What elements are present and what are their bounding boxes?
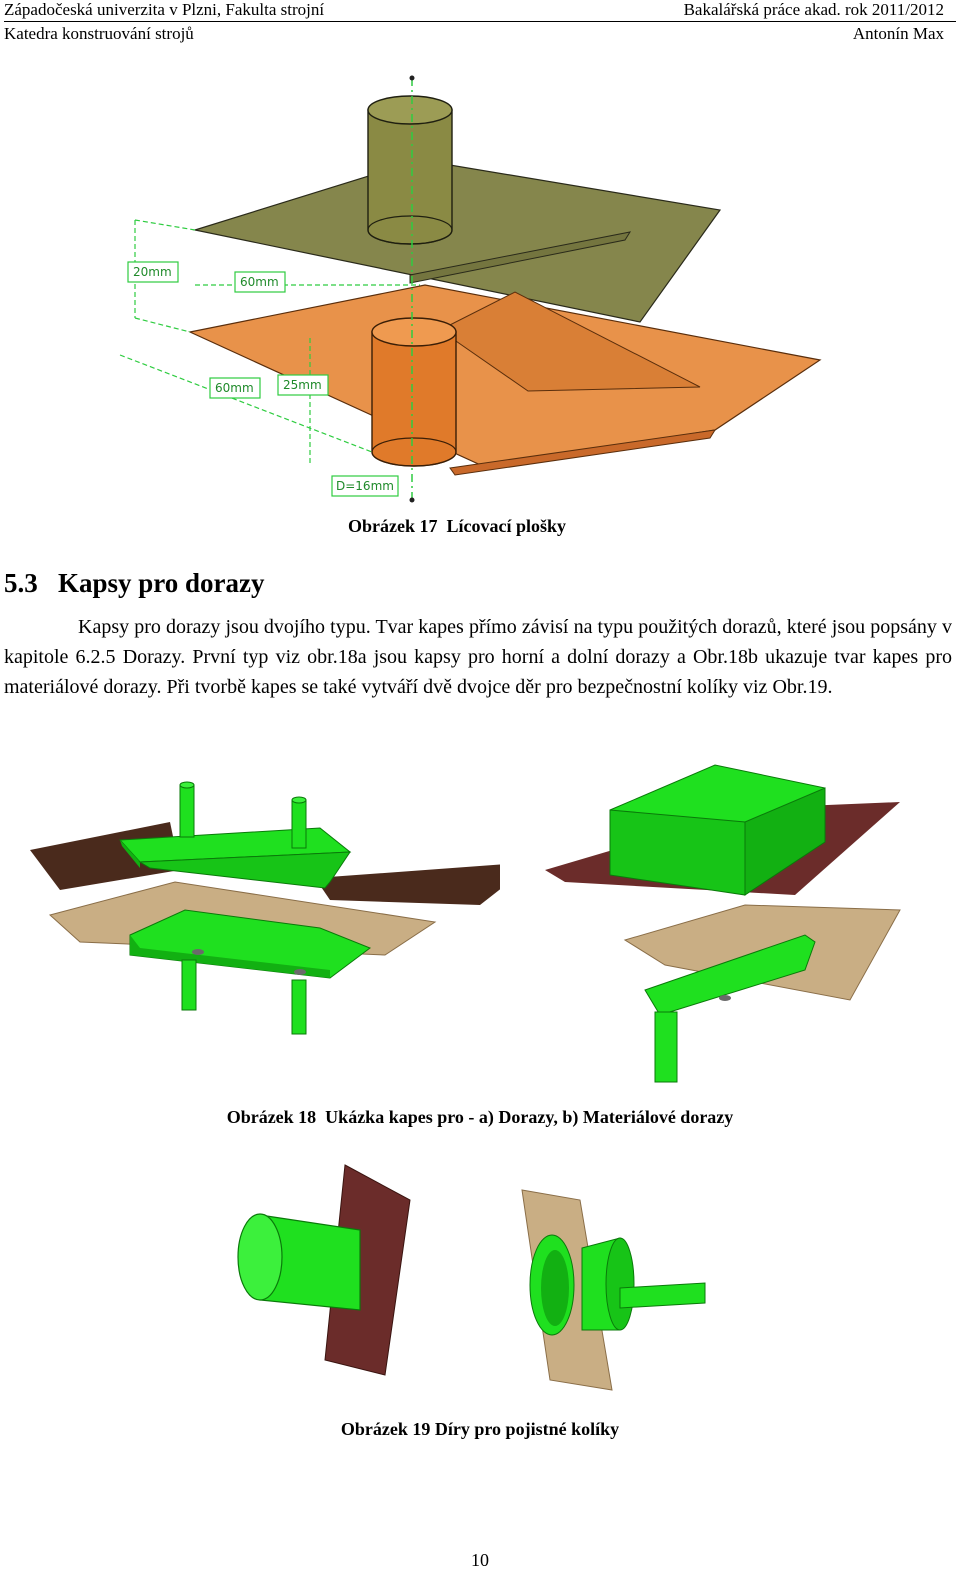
header-divider [4, 21, 956, 22]
dimension-label-60mm-lower: 60mm [215, 381, 254, 395]
header-thesis-year: Bakalářská práce akad. rok 2011/2012 [683, 0, 944, 19]
pin-right-upper [291, 799, 307, 849]
page-number: 10 [471, 1550, 489, 1570]
lower-plate-wedge [439, 291, 701, 392]
header-author: Antonín Max [852, 24, 944, 43]
figure-18a-stop-pockets [30, 781, 500, 1035]
section-paragraph: Kapsy pro dorazy jsou dvojího typu. Tvar… [4, 616, 952, 698]
figure-18b-material-stop-pockets [545, 764, 901, 1083]
upper-plate [192, 159, 722, 323]
figure-17-fitting-pads: 20mm 60mm 60mm 25mm D=16mm [119, 75, 822, 503]
header-university: Západočeská univerzita v Plzni, Fakulta … [4, 0, 325, 19]
pin-right-lower [291, 979, 307, 1035]
upper-plate-step [409, 231, 632, 284]
dimension-label-20mm: 20mm [133, 265, 172, 279]
figure-19b-pin-holes [521, 1189, 706, 1391]
pin-left-lower [181, 959, 197, 1011]
upper-plate-right [315, 864, 500, 905]
pin-shaft [619, 1282, 706, 1309]
material-stop-pin [654, 1011, 678, 1083]
pin-left-upper [179, 784, 195, 838]
figure-19-caption: Obrázek 19 Díry pro pojistné kolíky [340, 1419, 620, 1439]
dimension-label-diameter: D=16mm [336, 479, 394, 493]
dimension-label-25mm: 25mm [283, 378, 322, 392]
figure-19a-pin-holes [237, 1164, 411, 1376]
lower-cylinder [371, 331, 457, 467]
figure-17-caption: Obrázek 17 Lícovací plošky [348, 516, 567, 536]
material-stop-pocket [644, 934, 816, 1016]
figure-18-caption: Obrázek 18 Ukázka kapes pro - a) Dorazy,… [226, 1107, 734, 1127]
header-department: Katedra konstruování strojů [4, 24, 194, 43]
upper-cylinder [367, 109, 453, 245]
section-heading: 5.3 Kapsy pro dorazy [4, 568, 265, 598]
dimension-label-60mm-upper: 60mm [240, 275, 279, 289]
